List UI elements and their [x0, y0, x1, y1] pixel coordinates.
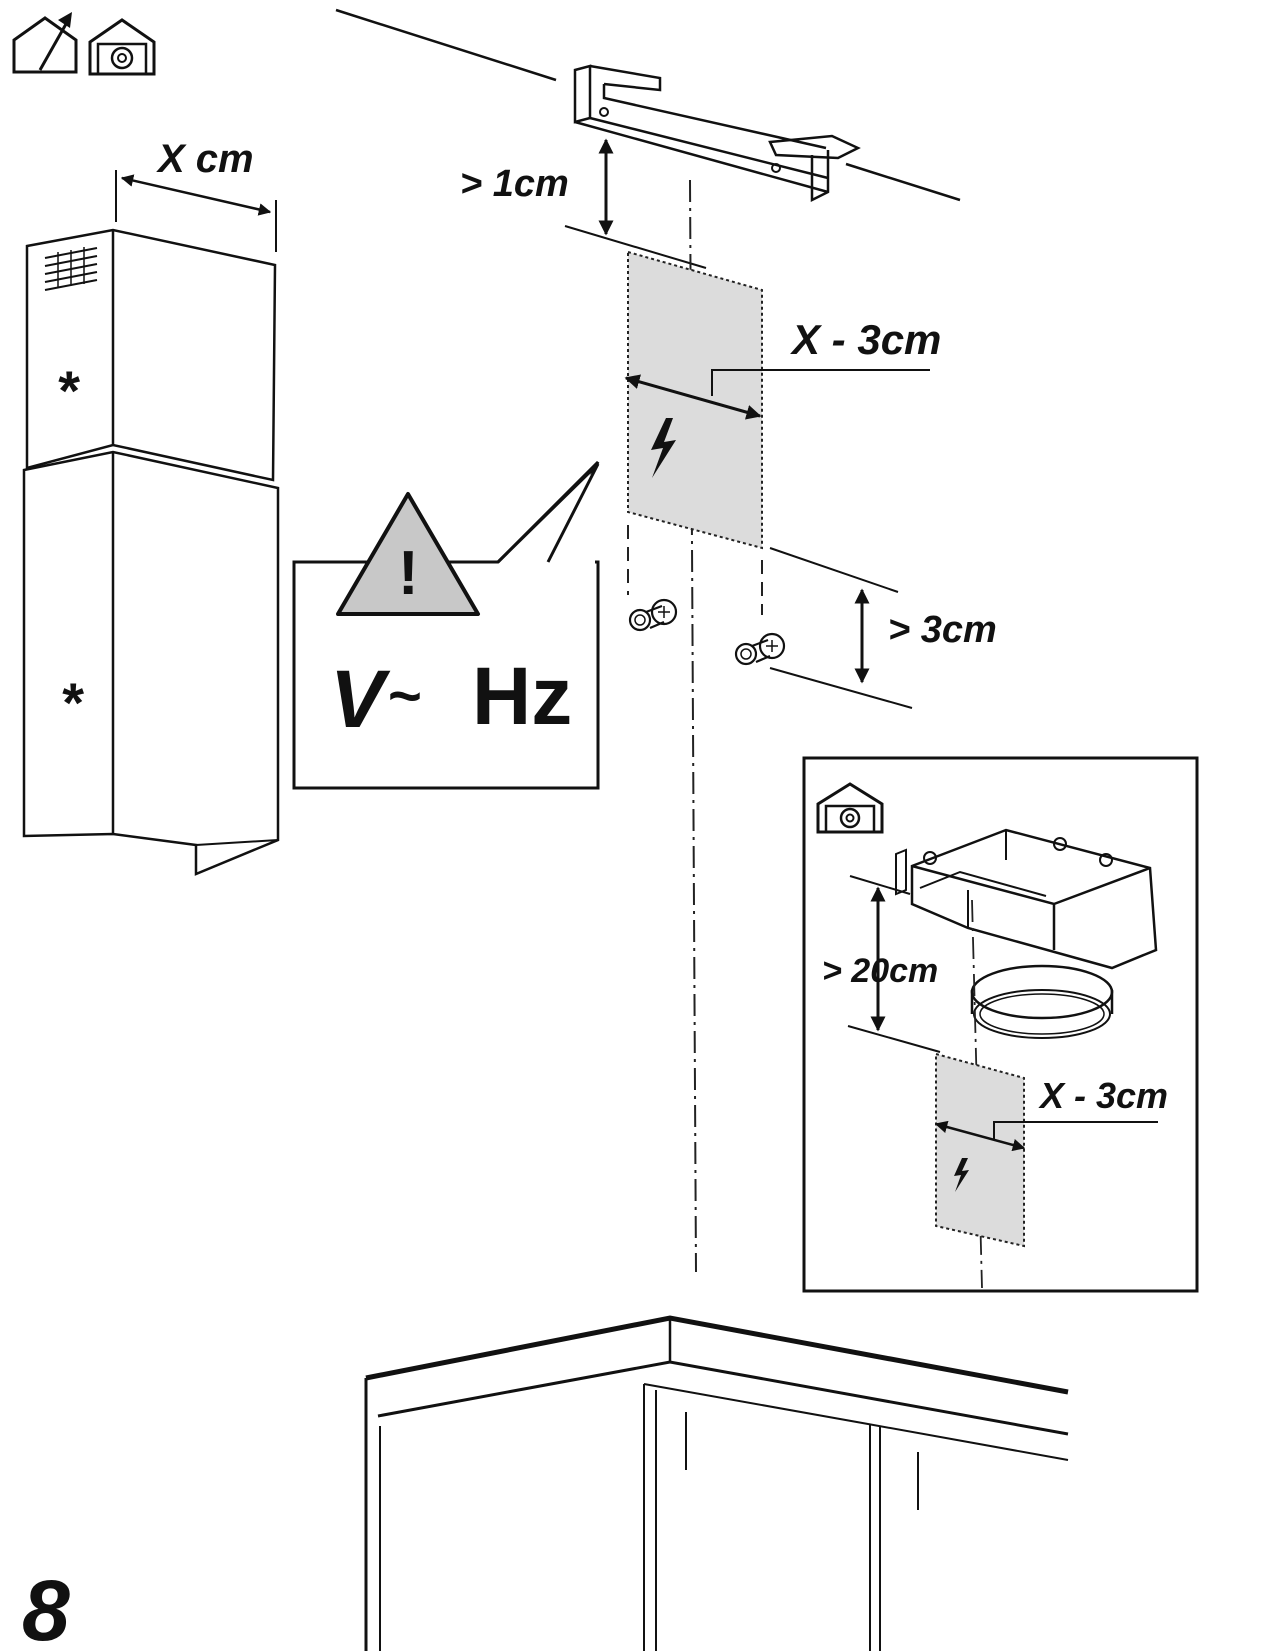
- ducted-extraction-house-icon: [12, 12, 78, 74]
- chimney-cover: [22, 228, 280, 876]
- chimney-width-arrow: [120, 174, 272, 216]
- wall-screw-left: [628, 598, 678, 632]
- recirculation-house-icon: [88, 18, 156, 76]
- screw-clearance-label: > 3cm: [888, 609, 997, 651]
- lightning-bolt-icon: [651, 418, 676, 478]
- wall-screw-right: [734, 632, 786, 666]
- vent-grille: [44, 247, 98, 291]
- warning-triangle-icon: [336, 492, 480, 616]
- warning-hz: Hz: [472, 651, 572, 742]
- recirc-clearance-label: > 20cm: [822, 952, 938, 990]
- recirc-outlet-width-arrow: [934, 1120, 1026, 1152]
- recirc-outlet-width-label: X - 3cm: [1038, 1075, 1168, 1116]
- chimney-mark-upper: *: [56, 359, 80, 422]
- inset-power-outlet-zone: [935, 1052, 1025, 1248]
- wall-cabinet: [364, 1315, 1069, 1651]
- power-outlet-zone: [627, 250, 763, 615]
- outlet-width-label: X - 3cm: [790, 316, 941, 363]
- mounting-bracket: [573, 64, 861, 203]
- page-number: 8: [22, 1563, 70, 1651]
- bracket-clearance-label: > 1cm: [460, 163, 569, 205]
- chimney-mark-lower: *: [60, 671, 84, 734]
- warning-callout: [292, 460, 600, 790]
- recirculation-filter-box: [895, 828, 1158, 1039]
- outlet-width-arrow: [624, 374, 762, 420]
- chimney-width-label: X cm: [156, 137, 254, 181]
- warning-mark: !: [398, 539, 419, 608]
- warning-tilde: ~: [388, 664, 422, 729]
- centre-axis: [689, 179, 697, 1273]
- inset-lightning-bolt-icon: [954, 1158, 969, 1192]
- inset-recirculation-house-icon: [816, 782, 884, 834]
- warning-volt: V: [330, 654, 391, 745]
